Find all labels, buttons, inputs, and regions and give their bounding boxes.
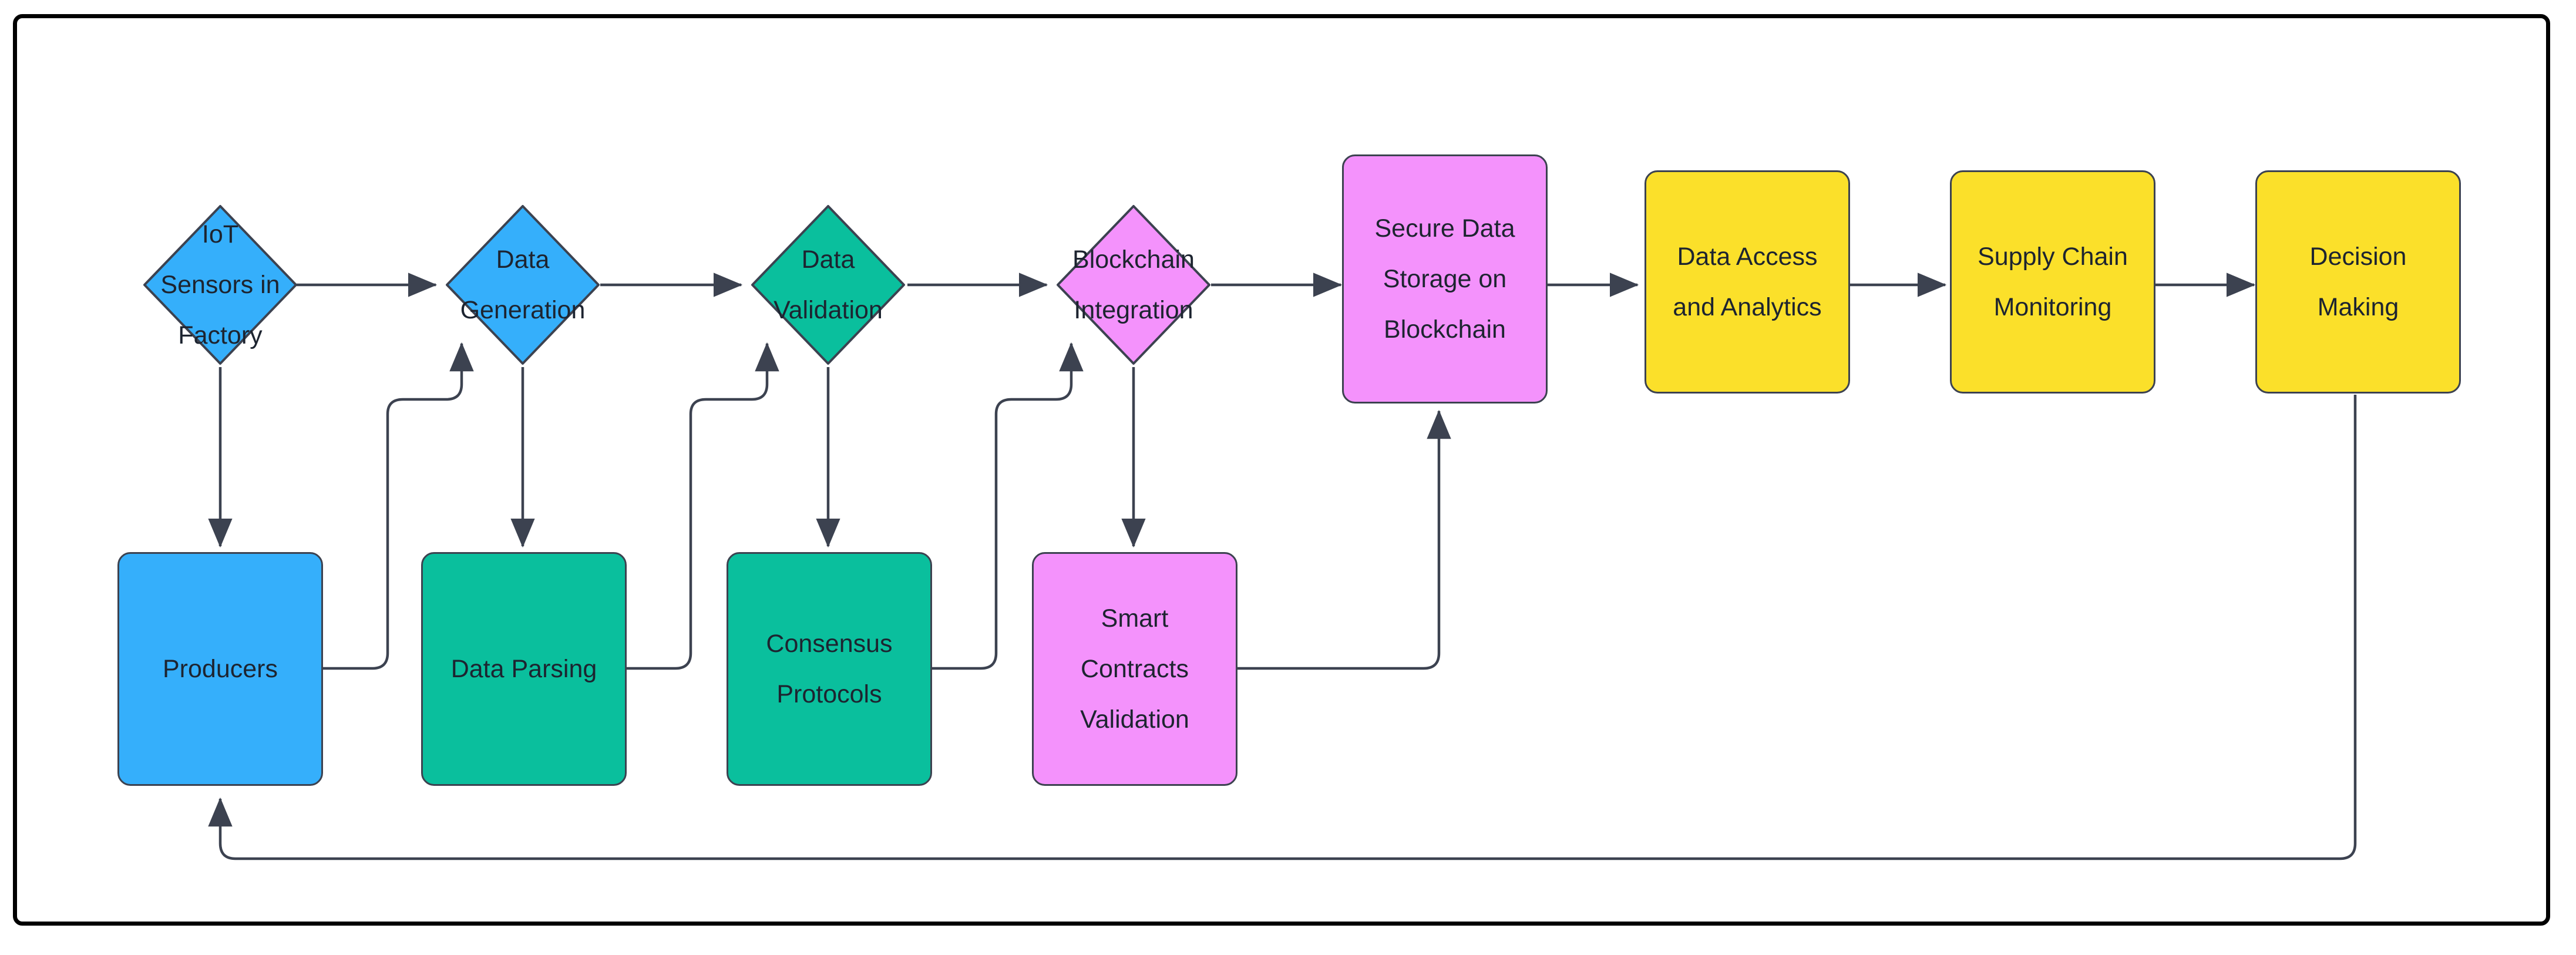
node-producers[interactable]: Producers — [117, 552, 323, 786]
node-data-generation[interactable]: Data Generation — [443, 203, 602, 367]
node-iot-sensors[interactable]: IoT Sensors in Factory — [141, 203, 300, 367]
node-secure-data-storage[interactable]: Secure Data Storage on Blockchain — [1342, 154, 1548, 403]
node-blockchain-integration[interactable]: Blockchain Integration — [1054, 203, 1213, 367]
node-decision-making[interactable]: Decision Making — [2255, 170, 2461, 394]
edge-decision-to-producers-feedback — [208, 395, 2357, 860]
node-consensus-protocols[interactable]: Consensus Protocols — [727, 552, 932, 786]
diagram-frame — [13, 14, 2550, 926]
node-data-validation[interactable]: Data Validation — [749, 203, 907, 367]
edge-parsing-to-validation — [624, 342, 779, 670]
node-data-access-analytics[interactable]: Data Access and Analytics — [1645, 170, 1850, 394]
edge-producers-to-generation — [322, 342, 474, 670]
node-smart-contracts-validation[interactable]: Smart Contracts Validation — [1032, 552, 1237, 786]
edge-smart-contracts-to-storage — [1235, 409, 1451, 670]
node-supply-chain-monitoring[interactable]: Supply Chain Monitoring — [1950, 170, 2155, 394]
edge-consensus-to-blockchain — [930, 342, 1084, 670]
node-data-parsing[interactable]: Data Parsing — [421, 552, 627, 786]
